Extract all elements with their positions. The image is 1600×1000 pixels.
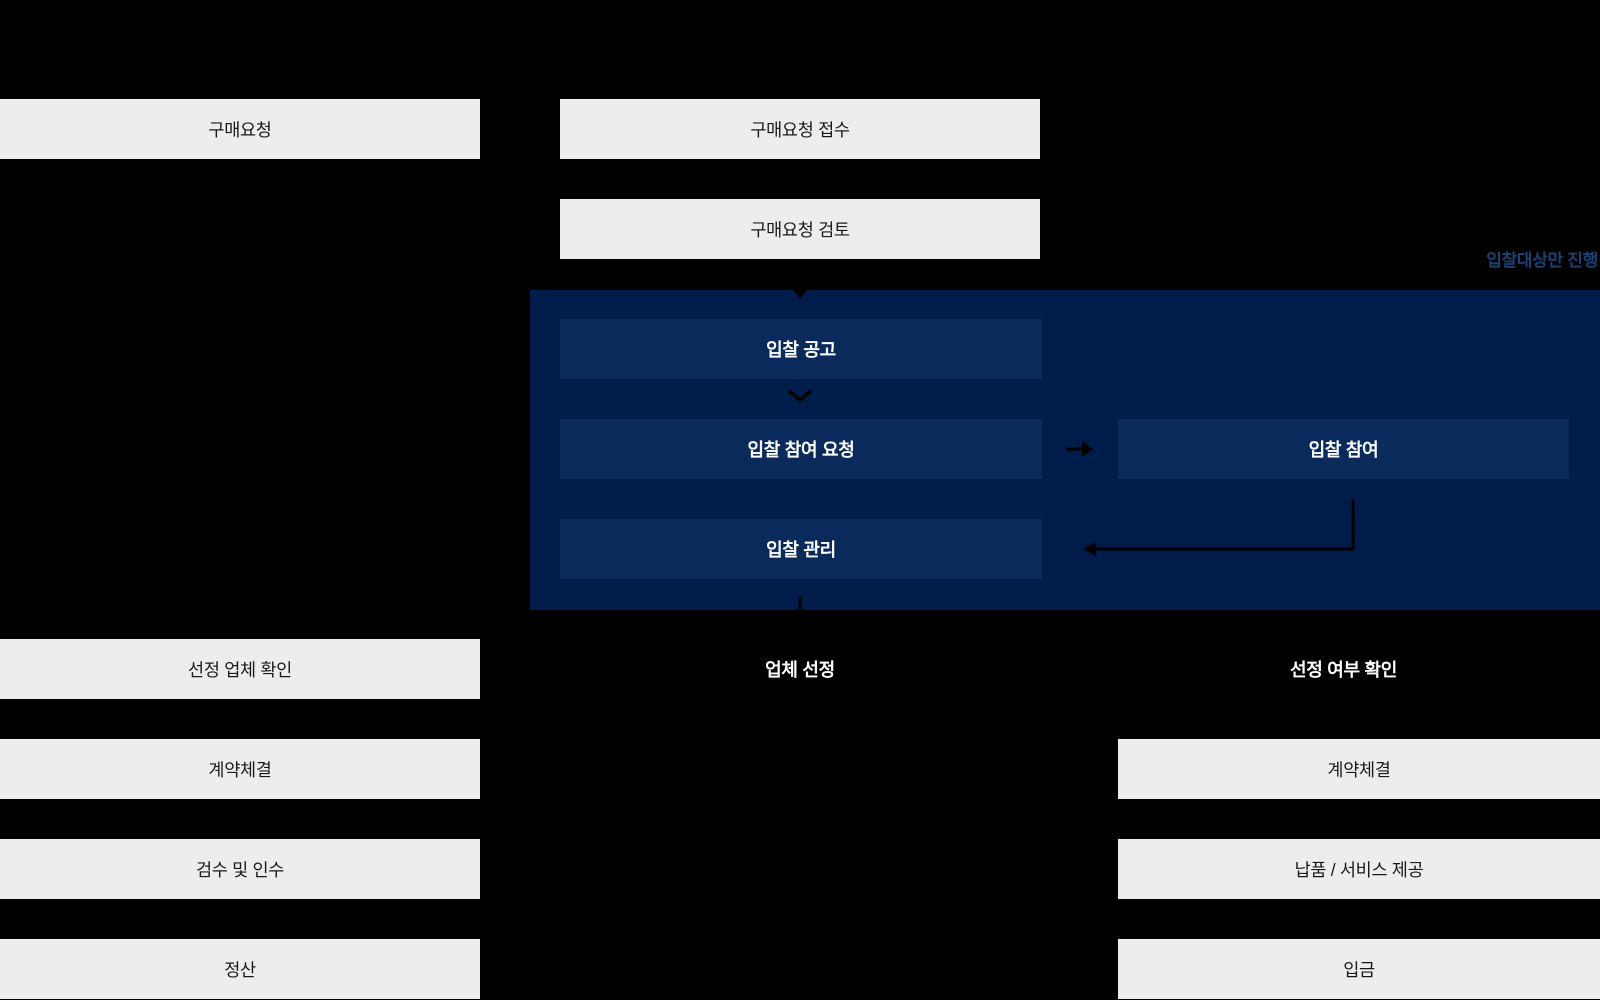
node-inspection-acceptance: 검수 및 인수: [0, 839, 480, 899]
node-purchase-request: 구매요청: [0, 99, 480, 159]
elbow-arrow-left-icon: [1083, 499, 1355, 556]
node-selection-status-check: 선정 여부 확인: [1290, 660, 1397, 680]
arrow-right-icon: [1066, 441, 1093, 457]
node-contract-signing-left: 계약체결: [0, 739, 480, 799]
node-bid-participation: 입찰 참여: [1118, 419, 1569, 479]
node-purchase-request-review: 구매요청 검토: [560, 199, 1040, 259]
bid-only-annotation: 입찰대상만 진행: [1486, 251, 1598, 270]
node-settlement: 정산: [0, 939, 480, 999]
node-bid-participation-request: 입찰 참여 요청: [560, 419, 1042, 479]
arrow-down-icon: [791, 596, 809, 625]
node-purchase-request-receipt: 구매요청 접수: [560, 99, 1040, 159]
node-vendor-selection: 업체 선정: [765, 660, 835, 680]
node-delivery-service-provision: 납품 / 서비스 제공: [1118, 839, 1600, 899]
node-bid-management: 입찰 관리: [560, 519, 1042, 579]
arrow-down-icon: [791, 272, 809, 299]
node-deposit: 입금: [1118, 939, 1600, 999]
node-selected-vendor-check: 선정 업체 확인: [0, 639, 480, 699]
node-bid-announcement: 입찰 공고: [560, 319, 1042, 379]
chevron-down-icon: [787, 389, 813, 403]
node-contract-signing-right: 계약체결: [1118, 739, 1600, 799]
